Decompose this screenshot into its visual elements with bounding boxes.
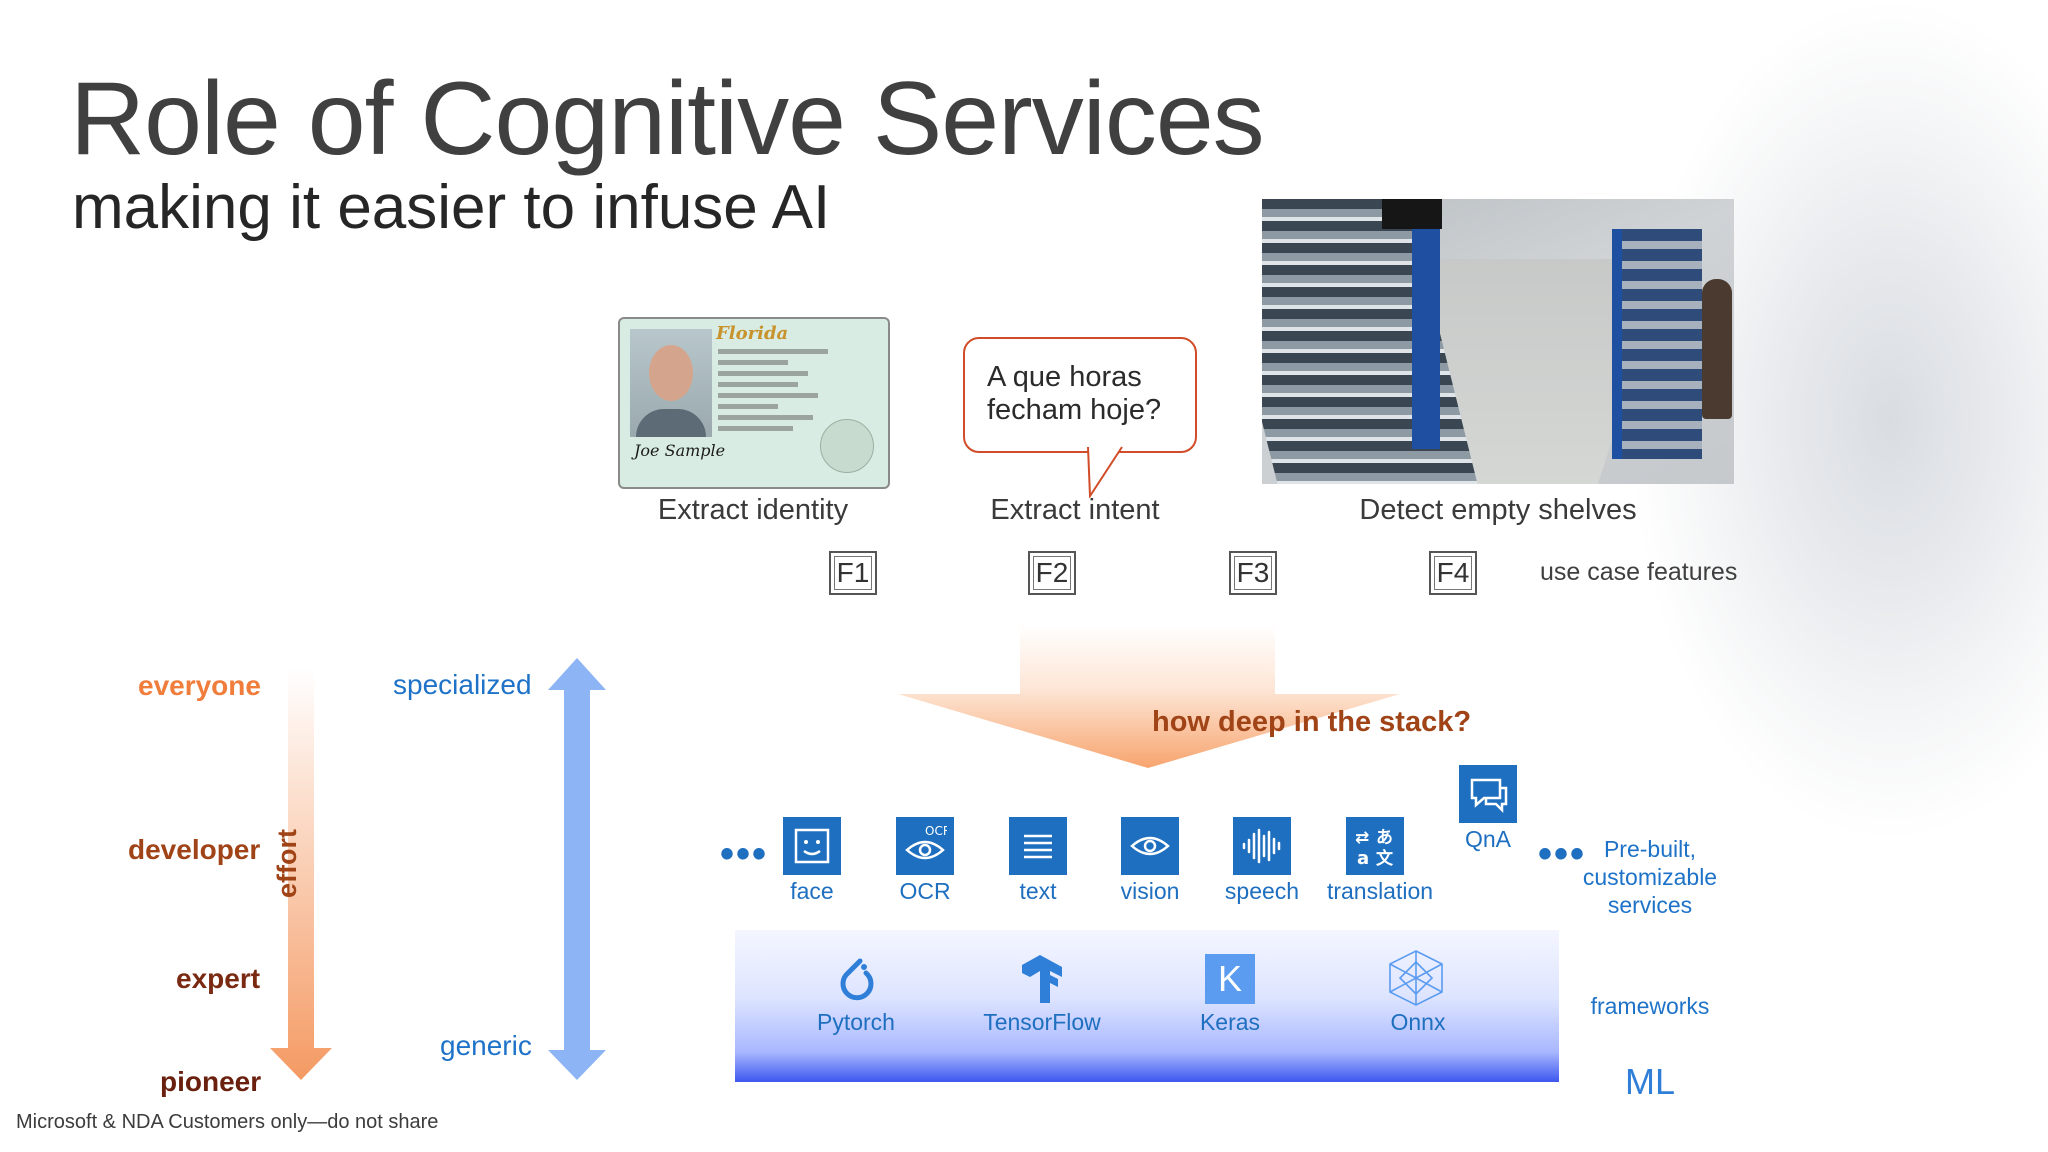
driver-license-image: Florida Joe Sample [618, 317, 890, 489]
text-lines-icon [1009, 817, 1067, 875]
eye-icon [1121, 817, 1179, 875]
footer-disclaimer: Microsoft & NDA Customers only—do not sh… [16, 1111, 439, 1133]
stack-question: how deep in the stack? [1152, 706, 1472, 738]
framework-label-pytorch: Pytorch [817, 1009, 895, 1035]
svg-text:a: a [1357, 848, 1369, 868]
level-pioneer: pioneer [160, 1066, 262, 1097]
background-face-image [1560, 0, 2048, 1152]
services-ellipsis-left: ••• [720, 832, 769, 876]
slide-title: Role of Cognitive Services [70, 61, 1265, 177]
pytorch-icon [832, 955, 880, 1003]
license-photo [630, 329, 712, 437]
service-label-translation: translation [1326, 878, 1434, 904]
level-everyone: everyone [138, 670, 261, 701]
frameworks-band [735, 930, 1559, 1082]
level-developer: developer [128, 834, 261, 865]
service-label-qna: QnA [1464, 826, 1512, 852]
caption-extract-intent: Extract intent [990, 494, 1160, 526]
level-expert: expert [176, 963, 261, 994]
svg-text:⇄: ⇄ [1355, 828, 1369, 848]
ocr-badge: OCR [925, 824, 947, 838]
speech-bubble-tail [1087, 446, 1123, 498]
face-icon [783, 817, 841, 875]
feature-box-f2: F2 [1028, 551, 1076, 595]
ocr-icon: OCR [896, 817, 954, 875]
store-shelves-image [1262, 199, 1734, 484]
service-label-ocr: OCR [899, 878, 951, 904]
use-case-features-label: use case features [1540, 558, 1738, 586]
svg-text:文: 文 [1376, 848, 1394, 868]
service-label-vision: vision [1120, 878, 1180, 904]
feature-box-f3: F3 [1229, 551, 1277, 595]
specialized-label: specialized [393, 669, 532, 700]
feature-box-f4: F4 [1429, 551, 1477, 595]
keras-icon: K [1205, 954, 1255, 1004]
caption-extract-identity: Extract identity [657, 494, 849, 526]
services-ellipsis-right: ••• [1538, 832, 1587, 876]
down-arrow-shape [898, 624, 1400, 768]
waveform-icon [1233, 817, 1291, 875]
effort-arrow [270, 668, 332, 1080]
specialized-generic-arrow [548, 658, 606, 1080]
feature-box-f1: F1 [829, 551, 877, 595]
generic-label: generic [440, 1030, 532, 1061]
framework-label-tensorflow: TensorFlow [983, 1009, 1101, 1035]
speech-bubble-text: A que horas fecham hoje? [987, 361, 1162, 426]
license-seal [820, 419, 874, 473]
svg-text:あ: あ [1376, 828, 1393, 848]
license-text-lines [718, 349, 838, 437]
ml-label: ML [1624, 1061, 1675, 1102]
framework-label-onnx: Onnx [1390, 1009, 1446, 1035]
license-signature: Joe Sample [634, 441, 726, 460]
chat-bubbles-icon [1459, 765, 1517, 823]
effort-label: effort [272, 829, 302, 898]
caption-detect-empty-shelves: Detect empty shelves [1359, 494, 1637, 526]
frameworks-label: frameworks [1590, 993, 1710, 1019]
service-label-speech: speech [1224, 878, 1300, 904]
service-label-text: text [1019, 878, 1057, 904]
service-label-face: face [790, 878, 834, 904]
onnx-icon [1384, 948, 1448, 1008]
slide-subtitle: making it easier to infuse AI [72, 173, 831, 242]
license-state-text: Florida [716, 323, 789, 344]
speech-bubble: A que horas fecham hoje? [963, 337, 1197, 453]
framework-label-keras: Keras [1199, 1009, 1261, 1035]
prebuilt-services-label: Pre-built, customizable services [1582, 836, 1718, 918]
tensorflow-icon [1016, 953, 1068, 1005]
